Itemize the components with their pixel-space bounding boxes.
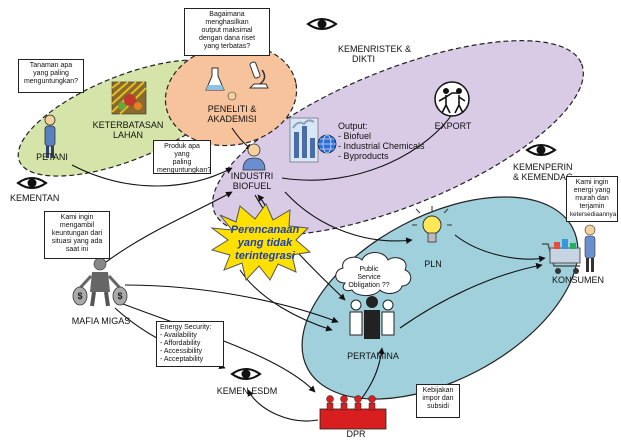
output-item: - Byproducts: [338, 151, 389, 161]
arrow-industri-export: [281, 109, 456, 181]
output-title: Output:: [338, 121, 368, 131]
arrow-pln-konsumen: [454, 234, 546, 263]
output-item: - Biofuel: [338, 131, 372, 141]
microscope-icon: [248, 61, 269, 89]
output-item: - Industrial Chemicals: [338, 141, 425, 151]
konsumen-label: KONSUMEN: [551, 275, 604, 285]
arrow-dpr-esdm: [247, 389, 319, 422]
svg-text:$: $: [77, 291, 82, 301]
lab-flask-icon: [205, 67, 225, 91]
arrow-mafia-pertamina: [124, 284, 339, 323]
arrow-dpr-pertamina: [361, 347, 385, 399]
kemenristek-label: KEMENRISTEK &DIKTI: [338, 44, 412, 64]
arrow-pertamina-konsumen: [399, 262, 543, 329]
peneliti-label: PENELITI &AKADEMISI: [207, 104, 257, 124]
arrow-petani-industri: [71, 164, 233, 187]
petani-label: PETANI: [36, 152, 68, 162]
kementan-label: KEMENTAN: [10, 193, 60, 203]
industri-person-icon: [242, 143, 266, 171]
pso-cloud: [335, 252, 412, 297]
people-group-icon: [349, 296, 395, 339]
globe-icon: [317, 134, 337, 154]
researcher-icon: [227, 91, 237, 101]
arrow-industri-pln: [284, 191, 413, 244]
output-list: Output: - Biofuel - Industrial Chemicals…: [338, 121, 425, 161]
eye-icon: [306, 18, 338, 30]
arrow-mafia-dpr: [117, 301, 316, 393]
kemen-esdm-label: KEMEN ESDM: [216, 386, 278, 396]
dpr-label: DPR: [346, 429, 366, 439]
pertamina-region: [301, 196, 579, 400]
industri-region: [212, 40, 584, 236]
shopping-cart-icon: [542, 224, 596, 274]
eye-icon: [230, 368, 262, 380]
light-bulb-icon: [412, 206, 452, 243]
factory-icon: [289, 117, 319, 163]
mafia-label: MAFIA MIGAS: [71, 316, 131, 326]
eye-icon: [16, 177, 48, 189]
money-bag-icon: $ $: [72, 257, 128, 307]
pertamina-label: PERTAMINA: [347, 351, 399, 361]
svg-text:$: $: [117, 291, 122, 301]
export-people-icon: [434, 81, 470, 117]
vegetables-icon: [111, 81, 147, 115]
parliament-icon: [319, 395, 387, 430]
kemenperin-label: KEMENPERIN& KEMENDAG: [513, 162, 574, 182]
farmer-icon: [44, 114, 56, 158]
pln-label: PLN: [424, 259, 442, 269]
burst-shape: [210, 203, 312, 282]
eye-icon: [525, 144, 557, 156]
esdm-energy-security-box: Energy Security:- Availability- Affordab…: [156, 321, 224, 367]
export-label: EXPORT: [434, 121, 472, 131]
arrow-mafia-industri: [105, 191, 233, 263]
